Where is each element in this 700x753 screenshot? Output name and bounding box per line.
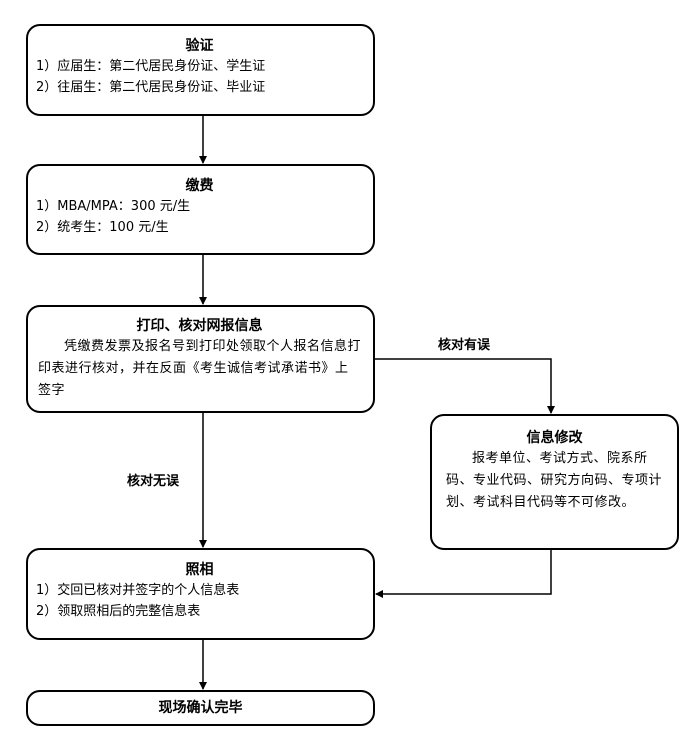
verify-title: 验证 (185, 38, 214, 54)
payment-line-1: 1）MBA/MPA：300 元/生 (36, 199, 191, 214)
info-modify-title: 信息修改 (526, 430, 583, 446)
edge-label-check-ok: 核对无误 (127, 474, 180, 489)
arrow-modify-to-photo (375, 550, 552, 598)
info-modify-box: 信息修改 报考单位、考试方式、院系所码、专业代码、研究方向码、专项计划、考试科目… (430, 414, 679, 550)
confirm-complete-title: 现场确认完毕 (158, 700, 243, 716)
photo-box: 照相 1）交回已核对并签字的个人信息表 2）领取照相后的完整信息表 (26, 548, 375, 640)
print-verify-box: 打印、核对网报信息 凭缴费发票及报名号到打印处领取个人报名信息打印表进行核对，并… (26, 305, 375, 413)
payment-title: 缴费 (185, 178, 214, 194)
print-verify-text: 凭缴费发票及报名号到打印处领取个人报名信息打印表进行核对，并在反面《考生诚信考试… (38, 339, 362, 398)
edge-label-check-error: 核对有误 (438, 338, 491, 353)
print-verify-title: 打印、核对网报信息 (136, 318, 263, 334)
arrow-print-to-modify (375, 358, 555, 414)
confirm-complete-box: 现场确认完毕 (26, 690, 375, 726)
verify-line-1: 1）应届生：第二代居民身份证、学生证 (36, 59, 266, 74)
photo-title: 照相 (185, 562, 214, 578)
verify-box: 验证 1）应届生：第二代居民身份证、学生证 2）往届生：第二代居民身份证、毕业证 (26, 24, 375, 116)
payment-box: 缴费 1）MBA/MPA：300 元/生 2）统考生：100 元/生 (26, 164, 375, 255)
verify-line-2: 2）往届生：第二代居民身份证、毕业证 (36, 80, 266, 95)
photo-line-1: 1）交回已核对并签字的个人信息表 (36, 583, 240, 598)
payment-line-2: 2）统考生：100 元/生 (36, 220, 169, 235)
photo-line-2: 2）领取照相后的完整信息表 (36, 604, 201, 619)
info-modify-text: 报考单位、考试方式、院系所码、专业代码、研究方向码、专项计划、考试科目代码等不可… (446, 451, 663, 510)
